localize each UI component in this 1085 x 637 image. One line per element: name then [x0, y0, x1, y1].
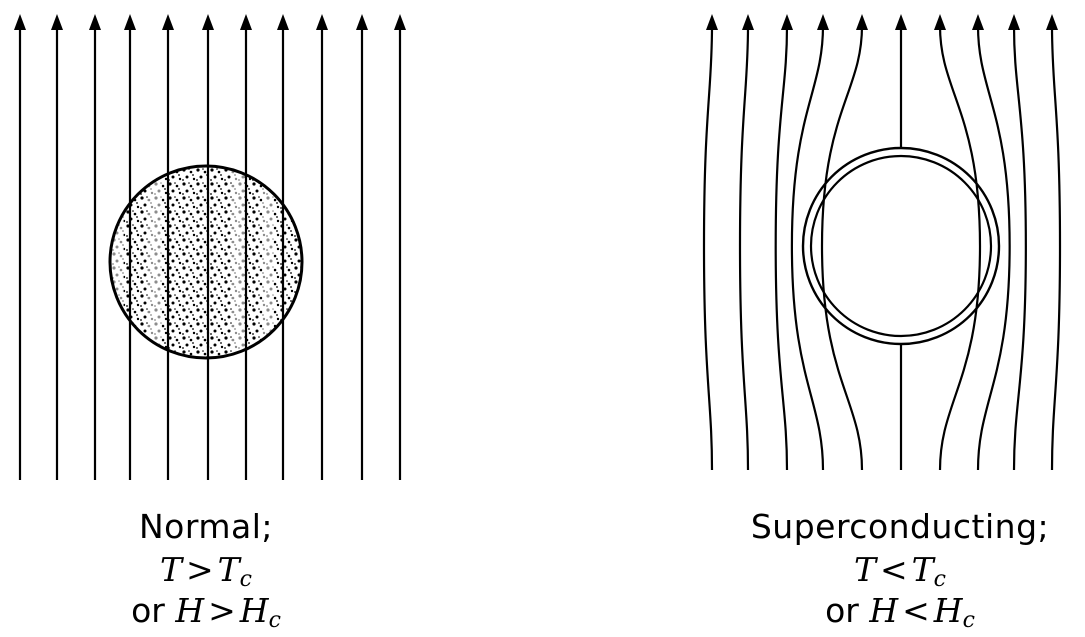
- field-line: [790, 25, 825, 471]
- field-arrow-icon: [972, 14, 984, 30]
- field-arrow-icon: [781, 14, 793, 30]
- field-arrow-icon: [89, 14, 101, 30]
- field-line: [820, 25, 864, 471]
- normal-field-condition: or H>Hc: [131, 591, 281, 633]
- field-arrow-icon: [817, 14, 829, 30]
- superconducting-field-condition: or H<Hc: [825, 591, 975, 633]
- field-line: [774, 25, 789, 471]
- field-arrow-icon: [277, 14, 289, 30]
- normal-state-label: Normal;: [138, 507, 274, 546]
- field-arrow-icon: [240, 14, 252, 30]
- field-arrow-icon: [934, 14, 946, 30]
- normal-temperature-condition: T>Tc: [159, 550, 252, 592]
- field-arrow-icon: [202, 14, 214, 30]
- field-arrow-icon: [51, 14, 63, 30]
- field-arrow-icon: [356, 14, 368, 30]
- superconducting-temperature-condition: T<Tc: [853, 550, 946, 592]
- field-arrow-icon: [124, 14, 136, 30]
- field-arrow-icon: [742, 14, 754, 30]
- field-lines-normal: [14, 14, 406, 480]
- field-line: [1012, 25, 1027, 471]
- field-lines-superconducting: [702, 14, 1062, 471]
- superconducting-caption: Superconducting; T<Tc or H<Hc: [730, 507, 1070, 633]
- field-line: [702, 25, 714, 471]
- field-arrow-icon: [394, 14, 406, 30]
- field-line: [938, 25, 982, 471]
- normal-caption: Normal; T>Tc or H>Hc: [106, 507, 306, 633]
- superconducting-sphere-inner: [809, 154, 993, 338]
- field-arrow-icon: [162, 14, 174, 30]
- field-line: [1050, 25, 1062, 471]
- field-arrow-icon: [1046, 14, 1058, 30]
- superconducting-state-label: Superconducting;: [750, 507, 1050, 546]
- superconducting-sphere-outer: [801, 146, 1001, 346]
- normal-state-panel: [14, 14, 406, 480]
- field-line: [976, 25, 1011, 471]
- field-arrow-icon: [856, 14, 868, 30]
- field-arrow-icon: [706, 14, 718, 30]
- field-arrow-icon: [316, 14, 328, 30]
- field-arrow-icon: [14, 14, 26, 30]
- superconducting-state-panel: [702, 14, 1062, 471]
- field-arrow-icon: [895, 14, 907, 30]
- field-arrow-icon: [1008, 14, 1020, 30]
- field-line: [738, 25, 750, 471]
